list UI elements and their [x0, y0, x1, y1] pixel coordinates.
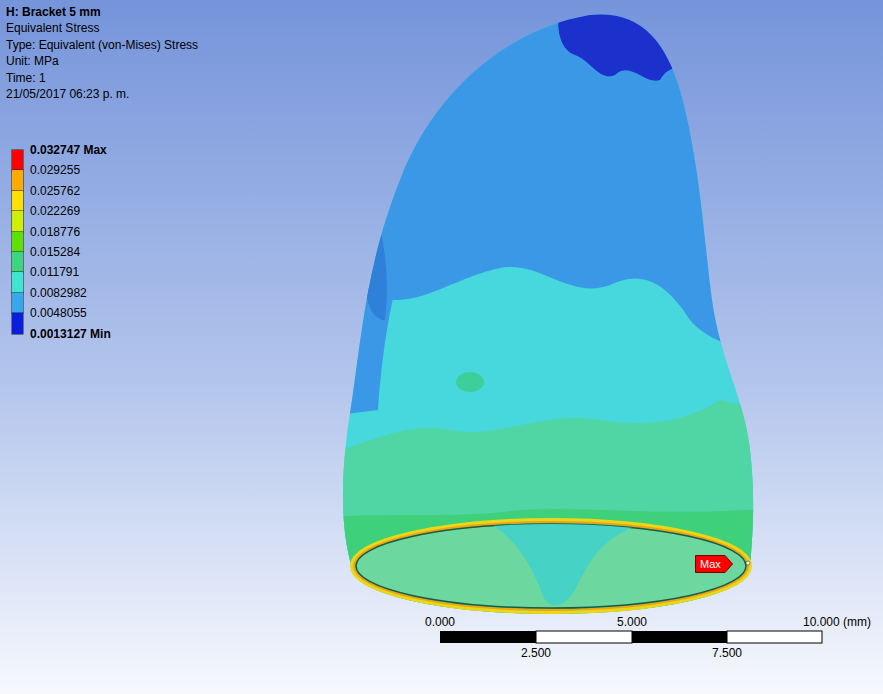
- result-title: H: Bracket 5 mm: [6, 5, 101, 19]
- legend-value: 0.032747 Max: [30, 143, 107, 157]
- legend-swatch: [12, 191, 23, 211]
- legend-swatch: [12, 252, 23, 272]
- legend-swatch: [12, 170, 23, 190]
- result-name: Equivalent Stress: [6, 21, 99, 35]
- inner-zone: [490, 524, 640, 605]
- bracket-model: [300, 0, 800, 694]
- legend-swatch: [12, 211, 23, 231]
- scale-value: 2.500: [521, 646, 551, 660]
- legend-value: 0.015284: [30, 245, 80, 259]
- legend-swatch: [12, 313, 23, 333]
- scale-bar: [440, 631, 822, 643]
- legend-value: 0.022269: [30, 204, 80, 218]
- legend-value: 0.011791: [30, 265, 79, 279]
- stress-zone-blue: [300, 0, 800, 360]
- legend-value: 0.029255: [30, 163, 80, 177]
- scale-value: 5.000: [617, 615, 647, 629]
- max-probe-tag: Max: [695, 555, 733, 573]
- rim-outer: [352, 520, 750, 612]
- legend-value: 0.0082982: [30, 286, 87, 300]
- legend-swatch: [12, 272, 23, 292]
- opening: [356, 524, 746, 608]
- result-date: 21/05/2017 06:23 p. m.: [6, 87, 129, 101]
- legend-value: 0.018776: [30, 225, 80, 239]
- legend-swatch: [12, 232, 23, 252]
- result-unit: Unit: MPa: [6, 54, 59, 68]
- legend-min-value: 0.0013127 Min: [30, 327, 111, 341]
- legend-swatch: [12, 150, 23, 170]
- legend-value: 0.025762: [30, 184, 80, 198]
- stress-spot: [456, 372, 484, 392]
- stress-zone-green: [300, 400, 800, 694]
- stress-zone-shadow: [364, 200, 386, 320]
- scale-value: 7.500: [712, 646, 742, 660]
- scale-value: 0.000: [425, 615, 455, 629]
- max-point: [746, 561, 750, 565]
- tag-outline: [696, 556, 733, 573]
- result-time: Time: 1: [6, 71, 46, 85]
- legend-swatch: [12, 293, 23, 313]
- legend-value: 0.0048055: [30, 306, 87, 320]
- result-type: Type: Equivalent (von-Mises) Stress: [6, 38, 198, 52]
- tag-label: Max: [700, 558, 721, 570]
- stress-zone-min: [558, 0, 700, 81]
- rim-inner: [354, 522, 748, 610]
- stress-zone-green-low: [300, 505, 800, 694]
- scale-value: 10.000 (mm): [803, 615, 871, 629]
